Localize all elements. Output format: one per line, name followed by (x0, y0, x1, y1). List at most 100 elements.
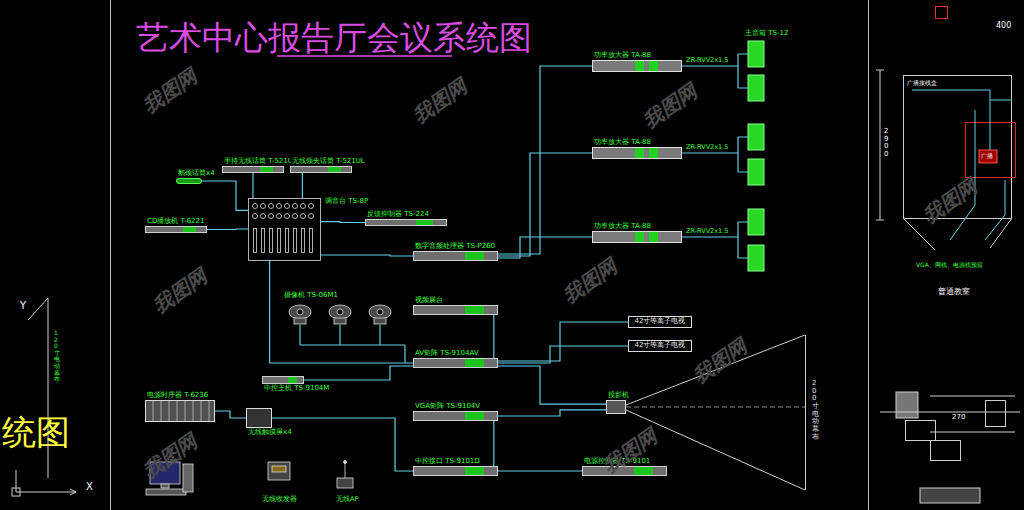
annotation: ZR-RVV2x1.5 (686, 57, 728, 64)
watermark: 我图网 (639, 80, 701, 132)
annotation: 270 (952, 414, 965, 422)
mixer-controls (293, 214, 298, 219)
camera-icon (289, 305, 311, 319)
annotation: 广播接线盒 (907, 80, 937, 87)
right-panel-drawing (912, 90, 1012, 240)
mixer-controls (285, 204, 290, 209)
camera-cable (300, 325, 405, 363)
transceiver-icon (268, 462, 290, 480)
device-label: VGA矩阵 TS-9104V (414, 403, 481, 410)
mixer-controls (269, 214, 274, 219)
watermark: 我图网 (149, 265, 211, 317)
signal-cable (215, 411, 246, 418)
camera-icon (369, 305, 391, 319)
panel-frame (868, 0, 869, 510)
mixer-controls (310, 229, 313, 253)
signal-cable (498, 153, 592, 256)
antenna-icon (344, 461, 347, 464)
audio-mixer: 调音台 TS-8P (248, 198, 320, 260)
vga-matrix: VGA矩阵 TS-9104V (413, 411, 498, 421)
mixer-controls (277, 214, 282, 219)
annotation: 主音箱 TS-12 (745, 30, 788, 38)
annotation: X (86, 481, 93, 492)
mixer-controls (285, 214, 290, 219)
watermark: 我图网 (559, 255, 621, 307)
cd-player: CD播放机 T-6221 (145, 226, 207, 233)
mixer-controls (286, 229, 289, 253)
mixer-controls (253, 204, 258, 209)
mixer-controls (309, 204, 314, 209)
right-panel-drawing (931, 441, 961, 461)
mixer-controls (262, 229, 265, 253)
panel-frame (110, 0, 111, 510)
annotation: ZR-RVV2x1.5 (686, 228, 728, 235)
loudspeaker (748, 209, 764, 235)
mixer-controls (278, 229, 281, 253)
signal-cable (304, 366, 413, 380)
mixer-controls (269, 204, 274, 209)
speaker-cable (682, 222, 748, 258)
computer-icon (161, 484, 169, 488)
camera-icon (374, 318, 386, 324)
transceiver-icon (272, 466, 286, 472)
right-panel-drawing (920, 488, 980, 503)
device-label: 手持无线话筒 T-521UH (223, 158, 299, 165)
left-panel-drawing (12, 488, 20, 496)
signal-cable (202, 181, 248, 210)
camera-icon (289, 305, 391, 324)
camera-icon (337, 309, 343, 315)
plasma-tv: 42寸等离子电视 (628, 340, 692, 352)
loudspeaker (748, 124, 764, 150)
mixer-controls (301, 214, 306, 219)
loudspeaker (748, 41, 764, 271)
computer-icon (183, 464, 193, 492)
power-sequencer: 电源时序器 T-6236 (145, 400, 215, 422)
wireless-mic-receiver: 手持无线话筒 T-521UH (222, 166, 284, 173)
mixer-controls (249, 199, 321, 261)
device-label: 中控主机 TS-9104M (263, 385, 330, 392)
mixer-controls (277, 204, 282, 209)
signal-cable (252, 173, 253, 198)
device-label: CD播放机 T-6221 (146, 218, 205, 225)
device-label: 无线领夹话筒 T-521UL (291, 158, 366, 165)
annotation: 统图 (2, 414, 70, 451)
signal-cable (498, 470, 582, 471)
transceiver-icon (268, 462, 290, 480)
annotation: VGA、网线、电源线预留 (916, 262, 983, 269)
watermark: 我图网 (919, 175, 981, 227)
signal-cable (207, 228, 248, 230)
annotation: 普通教室 (938, 288, 970, 297)
computer-icon (146, 489, 186, 495)
device-label: 数字音频处理器 TS-P260 (414, 243, 496, 250)
speaker-cable (682, 54, 748, 88)
right-panel-drawing (876, 7, 1020, 504)
central-controller: 中控主机 TS-9104M (262, 376, 304, 384)
mixer-controls (253, 214, 258, 219)
annotation: 无线收发器 (262, 496, 297, 503)
power-amplifier: 功率放大器 TA-88 (592, 231, 682, 243)
device-label: 视频展台 (414, 297, 444, 304)
power-amplifier: 功率放大器 TA-88 (592, 60, 682, 72)
projection-screen (626, 407, 805, 408)
device-label: 反馈抑制器 TS-224 (366, 211, 430, 218)
mixer-controls (294, 229, 297, 253)
right-panel-drawing (906, 421, 936, 441)
device-label: 功率放大器 TA-88 (593, 139, 652, 146)
camera-icon (294, 318, 306, 324)
plasma-tv: 42寸等离子电视 (628, 316, 692, 328)
device-label: 无线触摸屏x4 (247, 429, 293, 436)
document-camera: 视频展台 (413, 305, 498, 315)
right-panel-drawing (880, 396, 1020, 432)
camera-icon (297, 309, 303, 315)
signal-cable (498, 410, 606, 416)
projector: 投影机 (606, 400, 626, 414)
wireless-mic-receiver: 无线领夹话筒 T-521UL (290, 166, 352, 173)
annotation: 摄像机 TS-06M1 (284, 292, 338, 300)
left-panel-drawing (70, 489, 76, 495)
left-panel-drawing (12, 298, 76, 496)
gooseneck-mic: 鹅颈话筒x4 (176, 178, 202, 184)
mixer-controls (261, 204, 266, 209)
